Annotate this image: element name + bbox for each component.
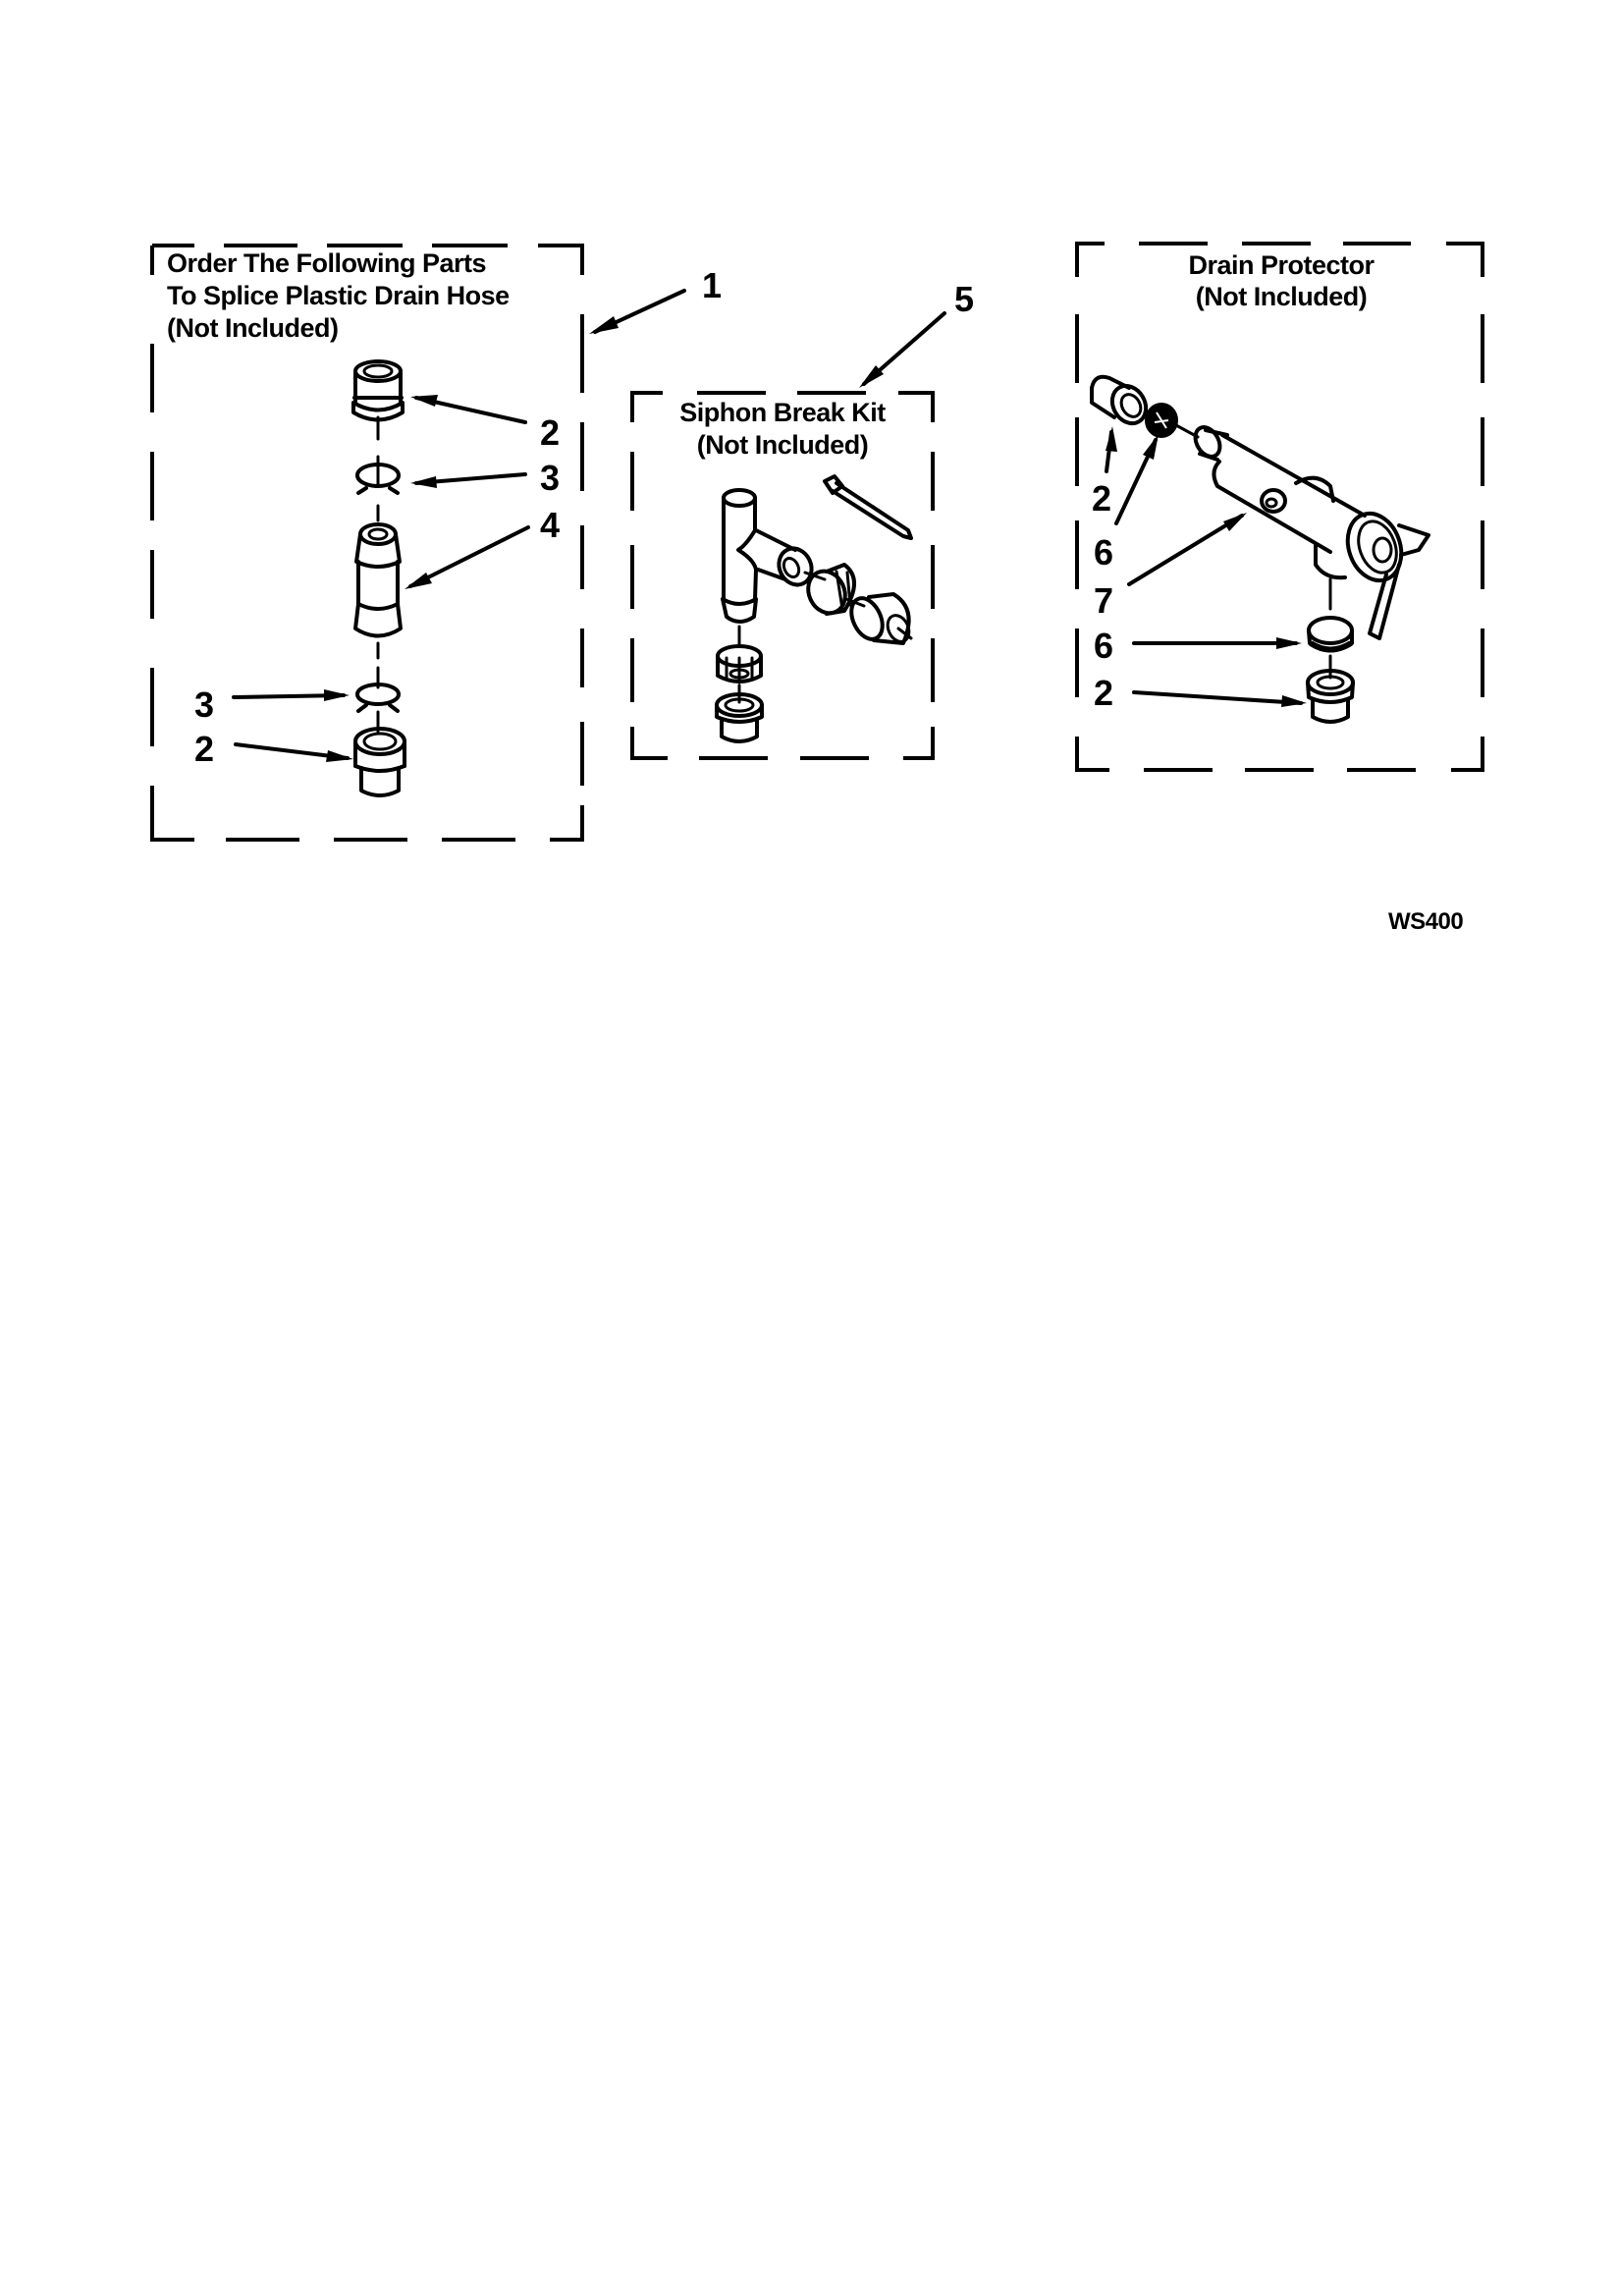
splice-kit-title-line-3: (Not Included)	[167, 313, 339, 343]
cable-tie-part	[823, 474, 913, 540]
callout-2-top: 2	[540, 412, 561, 453]
callout-6-lower: 6	[1094, 626, 1114, 666]
bottom-coupler-part	[715, 683, 764, 743]
siphon-break-kit-title-line-2: (Not Included)	[696, 430, 869, 460]
connector-part	[353, 522, 403, 638]
callout-4: 4	[540, 505, 561, 545]
coupler-upper-part	[1090, 374, 1149, 426]
clamp-top-part	[355, 463, 401, 495]
callout-1: 1	[702, 265, 723, 305]
side-adapter-part	[844, 592, 913, 645]
splice-kit-title-line-1: Order The Following Parts	[167, 248, 487, 278]
callout-2-bottom: 2	[194, 729, 215, 769]
diagram-reference-code: WS400	[1388, 908, 1464, 935]
callout-6-upper: 6	[1094, 532, 1114, 573]
nut-lower-part	[1307, 577, 1354, 653]
siphon-break-kit-title-line-1: Siphon Break Kit	[679, 398, 886, 427]
callout-2-lower: 2	[1094, 673, 1114, 713]
drain-protector-title-line-2: (Not Included)	[1195, 282, 1368, 311]
coupler-bottom-part	[353, 727, 406, 797]
callout-5: 5	[954, 279, 975, 319]
drain-protector-title-line-1: Drain Protector	[1188, 250, 1375, 280]
callout-3-top: 3	[540, 458, 561, 498]
callout-3-bottom: 3	[194, 684, 215, 725]
coupler-lower-part	[1306, 654, 1355, 724]
splice-kit-title-line-2: To Splice Plastic Drain Hose	[167, 281, 510, 310]
bottom-nut-part	[716, 625, 763, 684]
callout-2-upper: 2	[1092, 478, 1112, 519]
callout-7: 7	[1094, 580, 1114, 621]
clamp-bottom-part	[355, 683, 401, 713]
tee-fitting-part	[721, 488, 814, 624]
drain-protector-valve-part	[1193, 425, 1430, 640]
coupler-top-part	[351, 359, 404, 422]
